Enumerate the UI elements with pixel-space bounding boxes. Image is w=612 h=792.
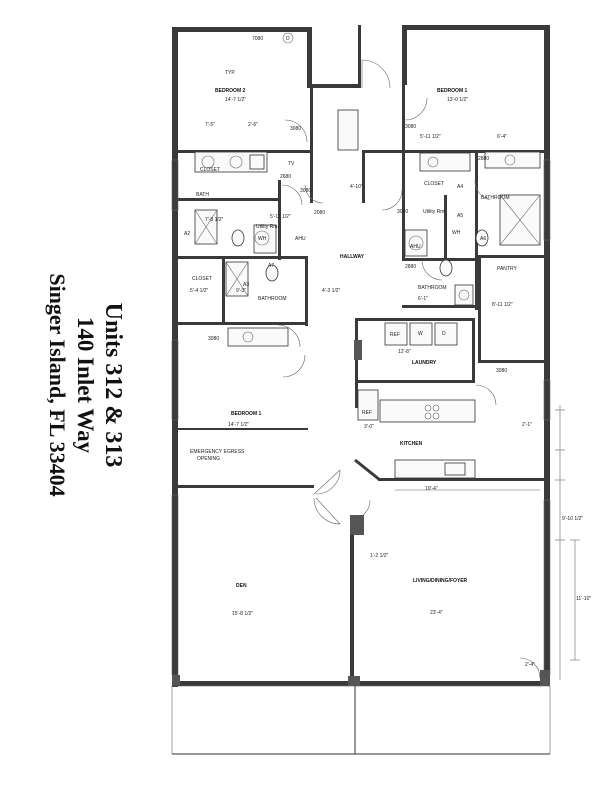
room-labels: BEDROOM 2 14'-7 1/2" TYP. BEDROOM 1 13'-… <box>190 70 517 617</box>
dimension-label: 7'-5" <box>205 122 215 128</box>
appliance-tag: REF <box>362 410 372 416</box>
interior-walls <box>178 85 544 683</box>
door-tag: 3080 <box>290 126 301 132</box>
dimension-label: 7'-8 1/2" <box>205 217 224 223</box>
room-dimension: 14'-7 1/2" <box>228 422 249 428</box>
caption-units: Units 312 & 313 <box>100 302 126 468</box>
dimension-label: 4'-10" <box>350 184 363 190</box>
tv-tag: TV <box>288 161 295 167</box>
direction-tag: D <box>286 36 290 42</box>
dimension-label: 2'-4" <box>525 662 535 668</box>
door-tag: 3080 <box>208 336 219 342</box>
room-dimension: 14'-7 1/2" <box>225 97 246 103</box>
appliance-tag: AHU <box>410 244 421 250</box>
dimension-label: 5'-11 1/2" <box>420 134 441 140</box>
door-tag: 2680 <box>280 174 291 180</box>
dimension-label: 4'-3 1/2" <box>322 288 341 294</box>
room-label: CLOSET <box>424 181 444 187</box>
equipment-tag: A6 <box>480 236 486 242</box>
room-label: LIVING/DINING/FOYER <box>413 578 468 584</box>
appliance-tag: REF <box>390 332 400 338</box>
room-dimension: 15'-8 1/2" <box>232 611 253 617</box>
dimension-label: 9'-3" <box>236 288 246 294</box>
door-swings <box>277 59 541 679</box>
room-label: HALLWAY <box>340 254 365 260</box>
caption-street: 140 Inlet Way <box>73 316 98 454</box>
room-label: CLOSET <box>200 167 220 173</box>
room-label: BATHROOM <box>481 195 510 201</box>
dimension-label: 6'-1" <box>418 296 428 302</box>
room-label: TYP. <box>225 70 235 76</box>
room-label: BEDROOM 2 <box>215 88 246 94</box>
door-tag: 2080 <box>314 210 325 216</box>
appliance-tag: W <box>418 331 423 337</box>
dimension-label: 8'-11 1/2" <box>492 302 513 308</box>
dimension-label: 12'-8" <box>398 349 411 355</box>
address-caption-text: Units 312 & 313 140 Inlet Way Singer Isl… <box>43 230 127 540</box>
room-label: Utility Rm. <box>256 224 279 230</box>
dimension-label: 3'-0" <box>364 424 374 430</box>
dimension-lines <box>395 405 580 680</box>
dimension-label: 9'-10 1/2" <box>562 516 583 522</box>
room-label: CLOSET <box>192 276 212 282</box>
dimension-label: 2'-6" <box>248 122 258 128</box>
equipment-tag: A7 <box>268 263 274 269</box>
appliance-tag: AHU <box>295 236 306 242</box>
room-label: KITCHEN <box>400 441 423 447</box>
equipment-tag: A4 <box>457 184 463 190</box>
door-tag: 2880 <box>478 156 489 162</box>
room-label: BEDROOM 1 <box>437 88 468 94</box>
exterior-walls <box>171 25 551 755</box>
room-label: BEDROOM 1 <box>231 411 262 417</box>
room-label: DEN <box>236 583 247 589</box>
door-tag: 3080 <box>496 368 507 374</box>
appliance-tag: WH <box>452 230 461 236</box>
dimension-labels: 7'-5" 2'-6" 5'-4 1/2" 9'-3" 4'-3 1/2" 12… <box>190 122 591 668</box>
dimension-label: 2'-1" <box>522 422 532 428</box>
dimension-label: 5'-4 1/2" <box>190 288 209 294</box>
door-tag: 3080 <box>300 188 311 194</box>
room-dimension: 23'-4" <box>430 610 443 616</box>
appliance-tag: D <box>442 331 446 337</box>
dimension-label: 6'-4" <box>497 134 507 140</box>
room-label: Utility Rm. <box>423 209 446 215</box>
room-label: LAUNDRY <box>412 360 437 366</box>
dimension-label: 10'-4" <box>425 486 438 492</box>
dimension-label: 11'-10" <box>576 596 591 602</box>
equipment-tags: 7080 3080 3080 2680 3080 2080 3080 2880 … <box>184 32 507 416</box>
door-tag: 3080 <box>397 209 408 215</box>
door-tag: 2880 <box>405 264 416 270</box>
door-tag: 7080 <box>252 36 263 42</box>
door-tag: 3080 <box>405 124 416 130</box>
room-dimension: 13'-0 1/2" <box>447 97 468 103</box>
room-label: BATH <box>196 192 209 198</box>
room-label: PANTRY <box>497 266 517 272</box>
appliance-tag: WH <box>258 236 267 242</box>
caption-city: Singer Island, FL 33404 <box>45 273 70 497</box>
dimension-label: 1'-2 1/2" <box>370 553 389 559</box>
room-label: BATHROOM <box>258 296 287 302</box>
room-label: BATHROOM <box>418 285 447 291</box>
note-label: OPENING <box>197 456 220 462</box>
address-caption: Units 312 & 313 140 Inlet Way Singer Isl… <box>30 230 140 540</box>
equipment-tag: A3 <box>243 282 249 288</box>
note-label: EMERGENCY EGRESS <box>190 449 245 455</box>
equipment-tag: A2 <box>184 231 190 237</box>
equipment-tag: A5 <box>457 213 463 219</box>
fixtures <box>172 109 550 686</box>
dimension-label: 5'-11 1/2" <box>270 214 291 220</box>
